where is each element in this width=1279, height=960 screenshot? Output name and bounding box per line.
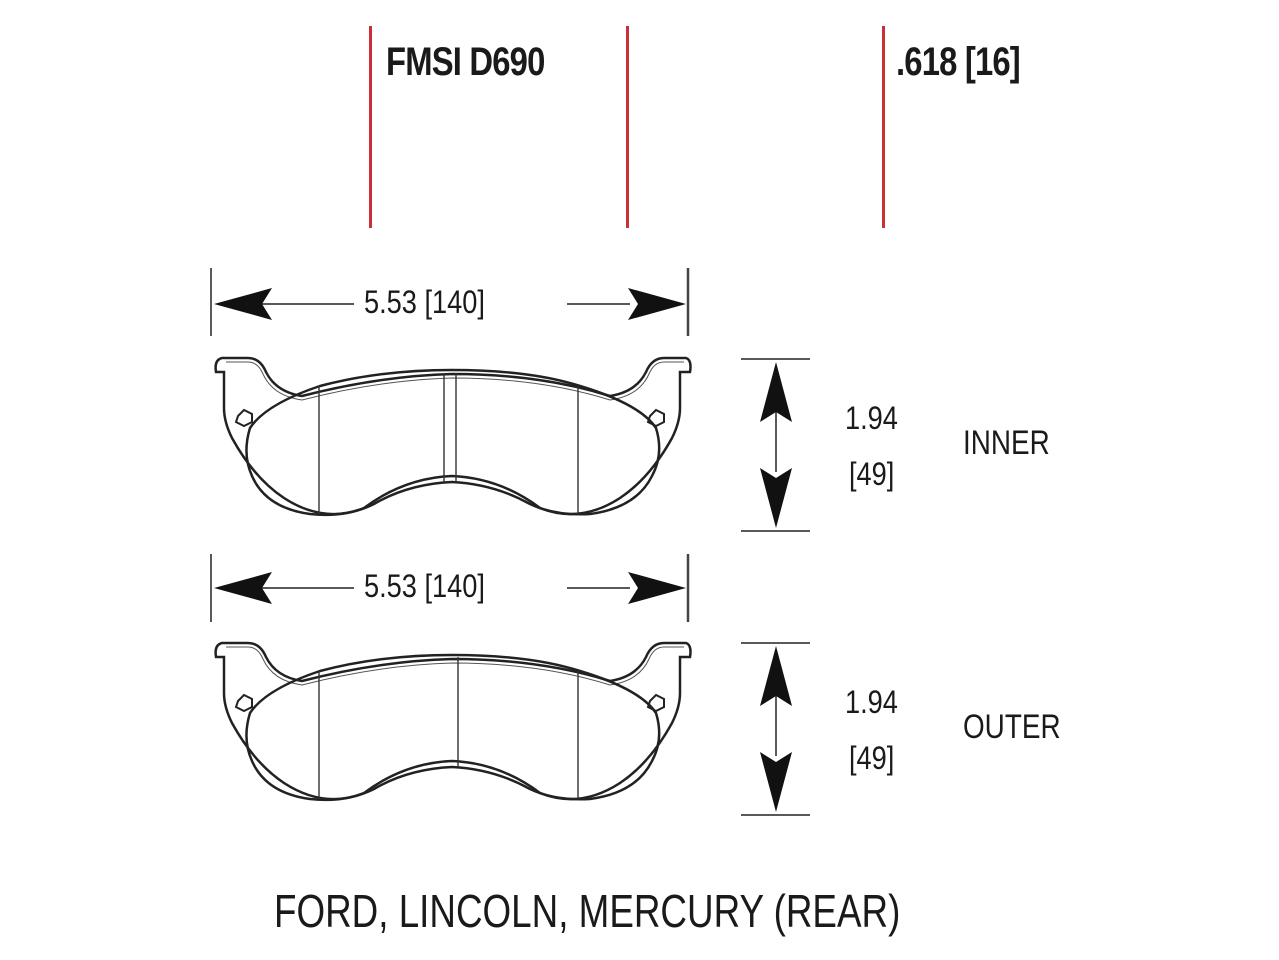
vehicle-application: FORD, LINCOLN, MERCURY (REAR) [274,885,901,937]
inner-height-mm: [49] [849,456,895,492]
outer-height-dimension [741,642,810,816]
outer-height-inches: 1.94 [845,684,898,720]
inner-position-label: INNER [963,424,1050,462]
fmsi-part-number: FMSI D690 [386,40,545,84]
outer-height-mm: [49] [849,740,895,776]
fmsi-left-marker-line [369,26,372,228]
thickness-marker-line [882,26,885,228]
outer-width-dimension [210,554,690,622]
outer-position-label: OUTER [963,708,1061,746]
pad-thickness: .618 [16] [896,40,1021,84]
inner-height-dimension [741,358,810,532]
inner-height-inches: 1.94 [845,400,898,436]
inner-width-dimension [210,268,690,336]
inner-width-label: 5.53 [140] [364,284,485,320]
outer-width-label: 5.53 [140] [364,568,485,604]
inner-pad-outline [214,356,692,517]
fmsi-right-marker-line [626,26,629,228]
outer-pad-outline [214,641,692,802]
